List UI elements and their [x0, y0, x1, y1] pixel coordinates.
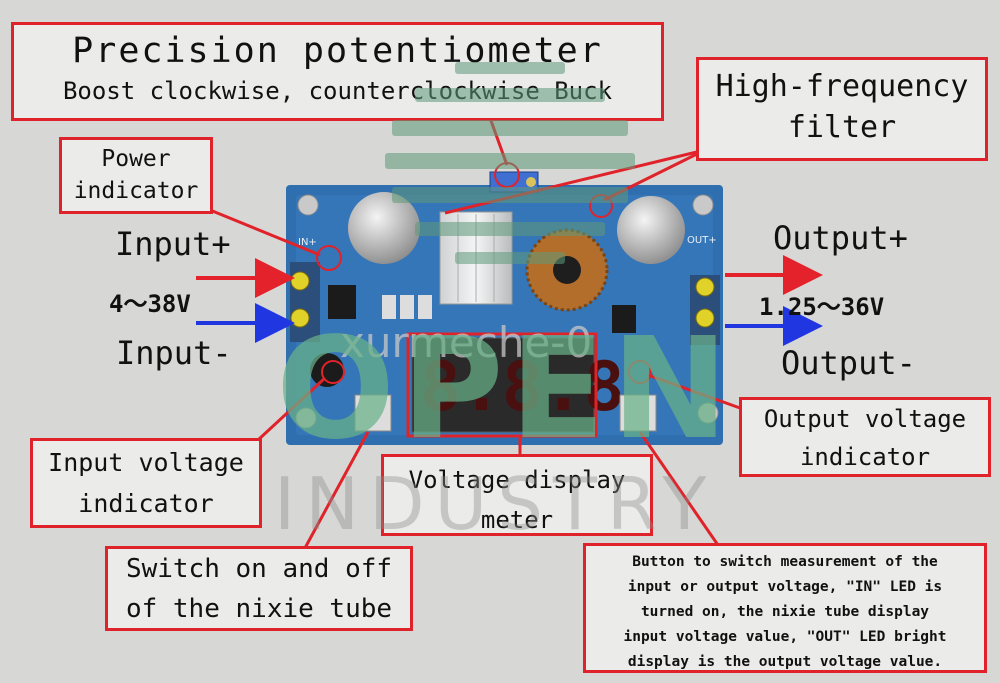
capacitor-left: [348, 192, 420, 264]
pot-leader: [488, 117, 509, 166]
high-frequency-filter-callout: High-frequency filter: [696, 57, 988, 161]
vdm-line2: meter: [480, 505, 554, 534]
button-line3: turned on, the nixie tube display: [640, 604, 930, 620]
switch-line1: Switch on and off: [125, 554, 393, 584]
output-led-highlight: [628, 360, 652, 384]
mount-hole: [697, 402, 719, 424]
power-led-highlight: [316, 245, 342, 271]
potentiometer-subtitle: Boost clockwise, counterclockwise Buck: [62, 77, 613, 105]
capacitor-right: [617, 196, 685, 264]
output-led-leader: [647, 373, 741, 410]
voltage-display-meter-callout: Voltage display meter: [381, 454, 653, 536]
mount-hole: [295, 407, 317, 429]
power-line2: indicator: [73, 178, 199, 205]
display-switch-button: [354, 394, 392, 432]
button-leader: [638, 431, 722, 549]
potentiometer-title: Precision potentiometer: [72, 31, 603, 71]
vdm-line1: Voltage display: [408, 466, 626, 494]
power-line1: Power: [101, 146, 171, 172]
ovi-line1: Output voltage: [763, 405, 967, 433]
mount-hole: [297, 194, 319, 216]
hf-line1: High-frequency: [715, 69, 969, 104]
input-voltage-indicator-callout: Input voltage indicator: [30, 438, 262, 528]
input-minus-label: Input-: [116, 334, 232, 372]
switch-leader: [303, 431, 370, 549]
ovi-line2: indicator: [799, 442, 931, 471]
button-line2: input or output voltage, "IN" LED is: [627, 579, 943, 595]
switch-line2: of the nixie tube: [125, 593, 393, 624]
input-ic: [328, 285, 356, 319]
nixie-switch-callout: Switch on and off of the nixie tube: [105, 546, 413, 631]
input-led-leader: [256, 376, 327, 442]
button-line1: Button to switch measurement of the: [632, 554, 938, 570]
button-line5: display is the output voltage value.: [627, 654, 943, 670]
power-indicator-callout: Power indicator: [59, 137, 213, 214]
input-led-highlight: [321, 360, 345, 384]
output-minus-label: Output-: [781, 344, 916, 382]
output-voltage-indicator-callout: Output voltage indicator: [739, 397, 991, 477]
measurement-button-callout: Button to switch measurement of the inpu…: [583, 543, 987, 673]
svg-text:8.8.8: 8.8.8: [420, 348, 625, 427]
output-range-label: 1.25～36V: [759, 293, 885, 321]
out-marker-label: OUT+: [687, 235, 717, 246]
pcb-board: 8.8.8 IN+ OUT+: [286, 162, 723, 445]
hf-line2: filter: [787, 109, 897, 145]
power-leader: [209, 208, 321, 257]
ivi-line2: indicator: [78, 488, 214, 518]
ivi-line1: Input voltage: [48, 448, 244, 477]
input-range-label: 4～38V: [109, 290, 191, 318]
mount-hole: [692, 194, 714, 216]
potentiometer-callout: Precision potentiometer Boost clockwise,…: [11, 22, 664, 121]
display-highlight: [406, 332, 598, 438]
in-marker-label: IN+: [298, 237, 317, 248]
measure-switch-button: [619, 394, 657, 432]
output-plus-label: Output+: [773, 219, 908, 257]
heatsink: [439, 211, 513, 305]
seven-segment-display: 8.8.8: [411, 337, 625, 433]
button-line4: input voltage value, "OUT" LED bright: [623, 629, 947, 645]
input-plus-label: Input+: [115, 225, 231, 263]
